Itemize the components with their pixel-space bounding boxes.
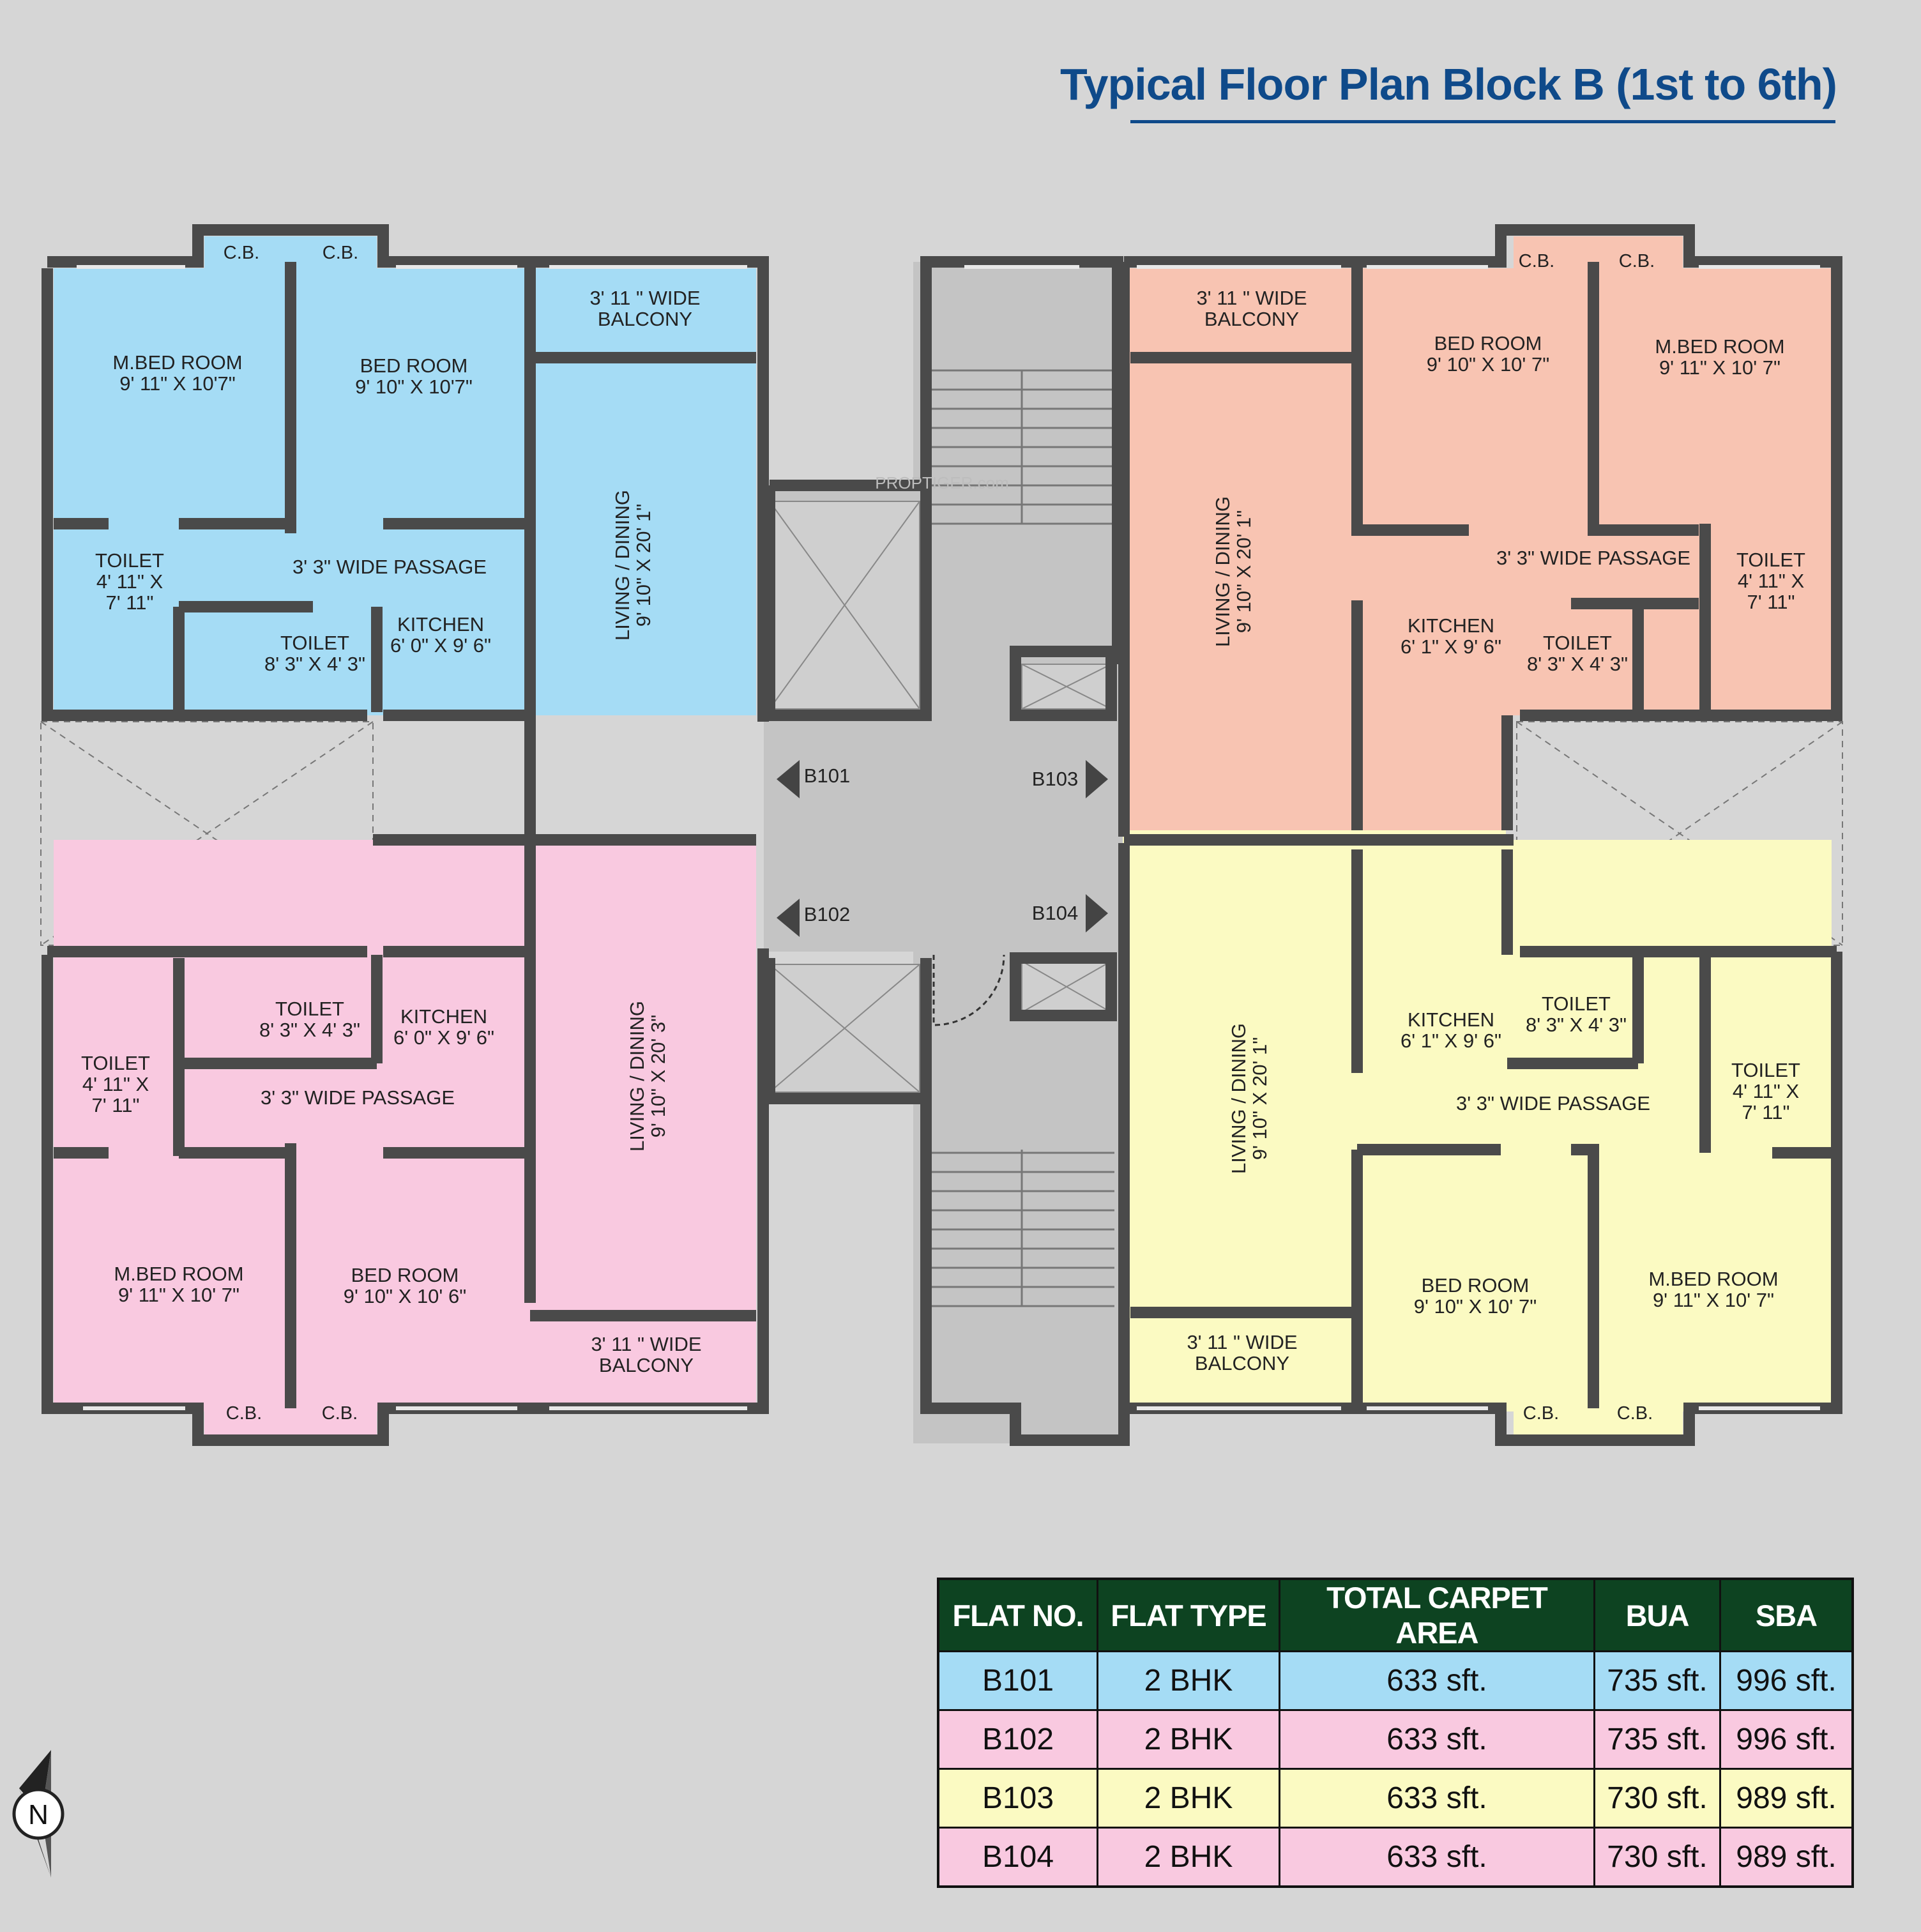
duct-lower — [1021, 961, 1112, 1013]
staircase-lower — [926, 1150, 1114, 1307]
cell-sba: 989 sft. — [1719, 1827, 1854, 1888]
cell-type: 2 BHK — [1097, 1827, 1280, 1888]
entry-arrow-b101 — [777, 760, 800, 798]
cell-flat: B101 — [937, 1650, 1098, 1711]
th-flat-no: FLAT NO. — [937, 1578, 1098, 1652]
flat-b102 — [54, 840, 756, 1437]
b102-cb2: C.B. — [322, 1403, 358, 1424]
entry-label-b104: B104 — [1032, 902, 1078, 924]
lift-shaft-lower — [769, 964, 920, 1093]
flat-b101 — [54, 236, 756, 715]
th-bua: BUA — [1593, 1578, 1721, 1652]
b104-living: LIVING / DINING9' 10" X 20' 1" — [1227, 1023, 1271, 1174]
entry-arrow-b104 — [1086, 894, 1108, 932]
b101-living: LIVING / DINING9' 10" X 20' 1" — [611, 490, 655, 641]
cell-sba: 989 sft. — [1719, 1768, 1854, 1829]
central-core — [764, 262, 1124, 1443]
cell-carpet: 633 sft. — [1279, 1827, 1595, 1888]
table-row: B102 2 BHK 633 sft. 735 sft. 996 sft. — [937, 1709, 1854, 1770]
title-underline — [1130, 120, 1835, 123]
walls — [42, 224, 1842, 1446]
staircase-upper — [926, 369, 1114, 525]
b103-cb2: C.B. — [1619, 251, 1655, 271]
entry-label-b102: B102 — [804, 903, 850, 925]
cell-carpet: 633 sft. — [1279, 1650, 1595, 1711]
cell-flat: B102 — [937, 1709, 1098, 1770]
cell-type: 2 BHK — [1097, 1768, 1280, 1829]
table-row: B103 2 BHK 633 sft. 730 sft. 989 sft. — [937, 1768, 1854, 1829]
b103-passage: 3' 3" WIDE PASSAGE — [1496, 547, 1690, 569]
cell-carpet: 633 sft. — [1279, 1768, 1595, 1829]
b101-cb1: C.B. — [224, 243, 259, 263]
lift-shaft-upper — [769, 501, 920, 710]
b104-cb2: C.B. — [1617, 1403, 1653, 1424]
watermark: PROPTIGER.com — [875, 473, 1008, 492]
duct-upper — [1021, 664, 1112, 710]
b104-cb1: C.B. — [1523, 1403, 1559, 1424]
th-flat-type: FLAT TYPE — [1097, 1578, 1280, 1652]
cell-bua: 735 sft. — [1593, 1709, 1721, 1770]
table-row: B101 2 BHK 633 sft. 735 sft. 996 sft. — [937, 1650, 1854, 1711]
north-compass-icon: N — [12, 1750, 65, 1878]
area-table-header: FLAT NO. FLAT TYPE TOTAL CARPET AREA BUA… — [937, 1578, 1854, 1652]
b101-passage: 3' 3" WIDE PASSAGE — [292, 556, 487, 578]
cell-bua: 730 sft. — [1593, 1768, 1721, 1829]
windows — [77, 265, 1820, 1410]
entry-label-b101: B101 — [804, 764, 850, 787]
b102-passage: 3' 3" WIDE PASSAGE — [261, 1086, 455, 1109]
b101-cb2: C.B. — [323, 243, 358, 263]
table-row: B104 2 BHK 633 sft. 730 sft. 989 sft. — [937, 1827, 1854, 1888]
entry-arrow-b103 — [1086, 760, 1108, 798]
cell-bua: 735 sft. — [1593, 1650, 1721, 1711]
area-table: FLAT NO. FLAT TYPE TOTAL CARPET AREA BUA… — [937, 1578, 1854, 1888]
b102-cb1: C.B. — [226, 1403, 262, 1424]
entry-arrow-b102 — [777, 899, 800, 937]
cell-carpet: 633 sft. — [1279, 1709, 1595, 1770]
th-carpet-area: TOTAL CARPET AREA — [1279, 1578, 1595, 1652]
cell-bua: 730 sft. — [1593, 1827, 1721, 1888]
cell-sba: 996 sft. — [1719, 1650, 1854, 1711]
b103-living: LIVING / DINING9' 10" X 20' 1" — [1211, 496, 1255, 647]
svg-text:N: N — [28, 1799, 49, 1830]
flat-b103 — [1123, 236, 1832, 830]
cell-type: 2 BHK — [1097, 1650, 1280, 1711]
th-sba: SBA — [1719, 1578, 1854, 1652]
cell-sba: 996 sft. — [1719, 1709, 1854, 1770]
door-swing — [932, 954, 1005, 1026]
cell-flat: B104 — [937, 1827, 1098, 1888]
entry-label-b103: B103 — [1032, 768, 1078, 790]
b104-passage: 3' 3" WIDE PASSAGE — [1456, 1092, 1650, 1114]
b102-living: LIVING / DINING9' 10" X 20' 3" — [626, 1001, 669, 1152]
cell-flat: B103 — [937, 1768, 1098, 1829]
plan-title: Typical Floor Plan Block B (1st to 6th) — [1060, 59, 1837, 109]
cell-type: 2 BHK — [1097, 1709, 1280, 1770]
b103-cb1: C.B. — [1519, 251, 1554, 271]
